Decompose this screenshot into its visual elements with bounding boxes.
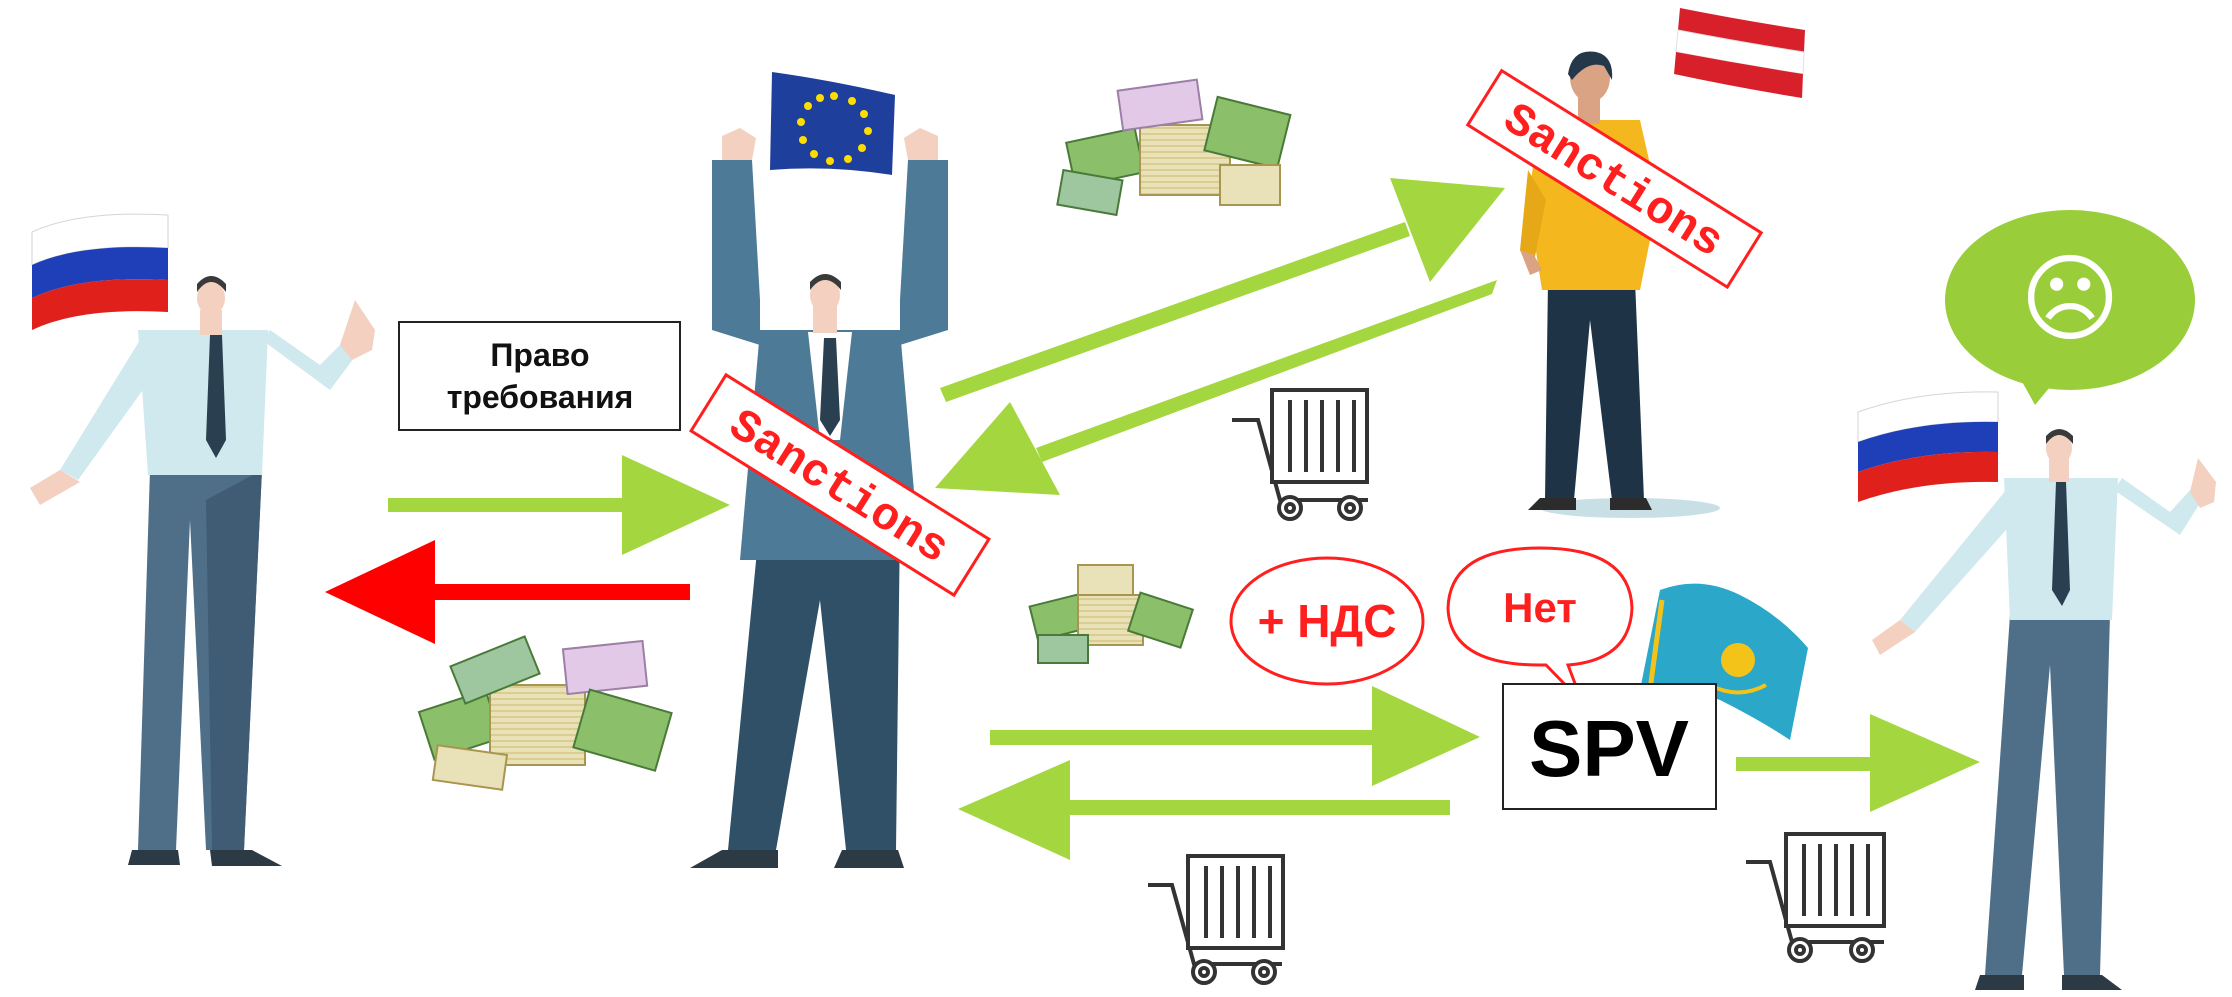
- arrow-eu-to-austria: [940, 178, 1505, 402]
- arrow-russia-to-eu: [388, 455, 730, 555]
- russian-businessman-right: [1872, 429, 2216, 990]
- spv-box: SPV: [1502, 683, 1717, 810]
- kazakhstan-flag-icon: [1640, 583, 1808, 740]
- shopping-cart-icon: [1232, 388, 1369, 521]
- vat-oval: + НДС: [1229, 556, 1425, 686]
- russia-flag-icon: [31, 213, 169, 330]
- russian-businessman-left: [30, 276, 375, 866]
- austrian-person: [1520, 51, 1720, 518]
- vat-text: + НДС: [1258, 595, 1397, 647]
- russia-flag-icon: [1857, 391, 1999, 502]
- eu-businessman: [690, 128, 948, 868]
- spv-label: SPV: [1529, 704, 1689, 793]
- eu-flag-icon: [770, 72, 895, 175]
- arrow-austria-to-eu: [935, 280, 1497, 495]
- no-text: Нет: [1503, 584, 1577, 631]
- euro-money-stack-icon: [1028, 564, 1195, 664]
- shopping-cart-icon: [1746, 832, 1886, 963]
- euro-money-stack-icon: [1056, 78, 1292, 217]
- arrow-spv-to-eu: [958, 760, 1450, 860]
- euro-money-stack-icon: [417, 635, 673, 791]
- shopping-cart-icon: [1148, 854, 1285, 985]
- sad-speech-bubble-icon: ☹: [1945, 210, 2195, 405]
- claim-right-line-1: Право: [490, 337, 589, 373]
- arrow-spv-to-russia: [1736, 714, 1980, 812]
- no-speech-bubble: Нет: [1446, 546, 1634, 704]
- arrow-eu-to-russia: [325, 540, 690, 644]
- claim-right-line-2: требования: [447, 379, 634, 415]
- claim-right-box: Право требования: [398, 321, 681, 431]
- sad-face-glyph: ☹: [2020, 243, 2120, 355]
- austria-flag-icon: [1674, 8, 1805, 98]
- arrow-eu-to-spv: [990, 686, 1480, 786]
